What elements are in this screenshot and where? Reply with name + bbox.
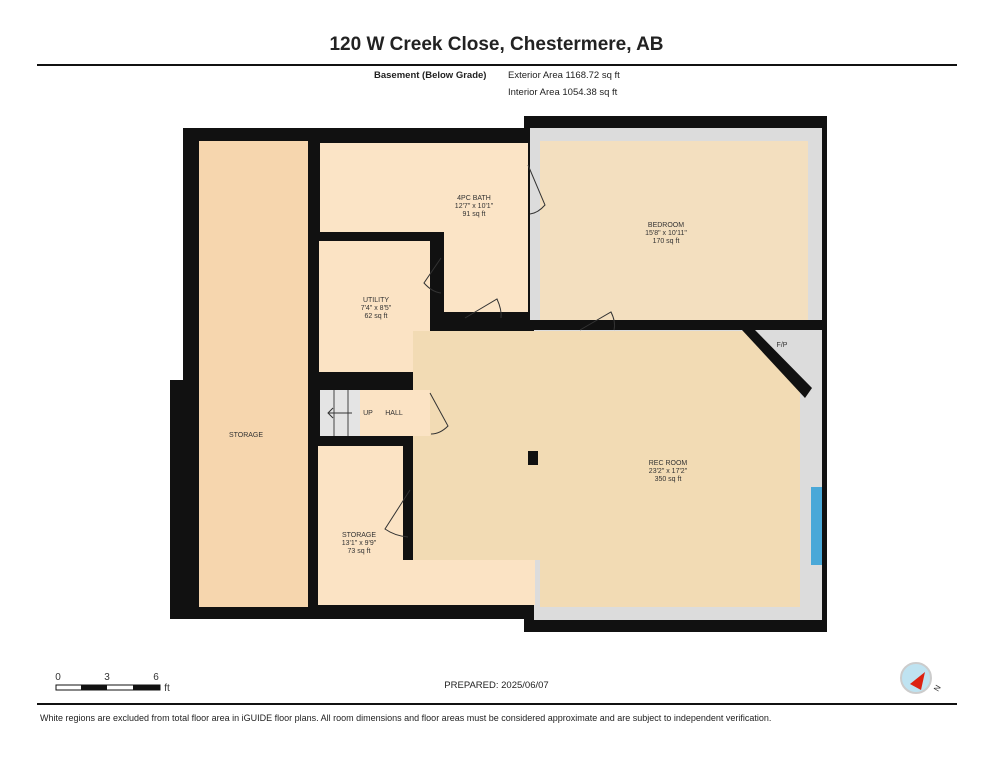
room-dims: 15'8" x 10'11"	[645, 230, 687, 237]
compass-north-label: N	[932, 683, 943, 693]
room-storage-small	[318, 446, 535, 605]
level-label: Basement (Below Grade)	[374, 70, 487, 81]
room-name: REC ROOM	[649, 460, 688, 467]
room-area: 350 sq ft	[655, 476, 682, 483]
header-divider	[37, 64, 957, 66]
scale-tick: 0	[55, 672, 61, 683]
window	[811, 487, 822, 565]
room-name: 4PC BATH	[457, 195, 491, 202]
door-swings	[384, 164, 616, 538]
scale-tick: 3	[104, 672, 110, 683]
room-dims: 7'4" x 8'5"	[361, 305, 392, 312]
room-area: 62 sq ft	[365, 313, 388, 320]
room-name: HALL	[385, 410, 403, 417]
room-bedroom	[540, 141, 808, 321]
footer-divider	[37, 703, 957, 705]
room-name: STORAGE	[342, 532, 376, 539]
fireplace-wall	[742, 330, 812, 398]
room-name: STORAGE	[229, 432, 263, 439]
room-dims: 23'2" x 17'2"	[649, 468, 688, 475]
scale-unit: ft	[164, 683, 170, 694]
room-dims: 12'7" x 10'1"	[455, 203, 494, 210]
scale-tick: 6	[153, 672, 159, 683]
room-area: 73 sq ft	[348, 548, 371, 555]
room-utility	[319, 241, 430, 372]
scale-bar: 0 3 6 ft	[55, 672, 170, 694]
room-area: 170 sq ft	[653, 238, 680, 245]
exterior-area: Exterior Area 1168.72 sq ft	[508, 70, 620, 81]
room-dims: 13'1" x 9'9"	[342, 540, 377, 547]
column	[528, 451, 538, 465]
interior-area: Interior Area 1054.38 sq ft	[508, 87, 618, 98]
stairs-arrowhead-icon	[327, 407, 334, 419]
room-4pc-bath	[320, 143, 528, 312]
room-rec-room	[413, 331, 800, 607]
stairs-label: UP	[363, 410, 373, 417]
room-storage-left	[199, 141, 308, 607]
rec-room-wall	[440, 320, 822, 330]
room-name: BEDROOM	[648, 222, 684, 229]
room-area: 91 sq ft	[463, 211, 486, 218]
room-name: UTILITY	[363, 297, 389, 304]
page-title: 120 W Creek Close, Chestermere, AB	[329, 34, 664, 55]
prepared-date: PREPARED: 2025/06/07	[444, 680, 549, 691]
disclaimer: White regions are excluded from total fl…	[40, 713, 772, 723]
compass-icon: N	[900, 662, 943, 694]
room-name: F/P	[777, 342, 788, 349]
